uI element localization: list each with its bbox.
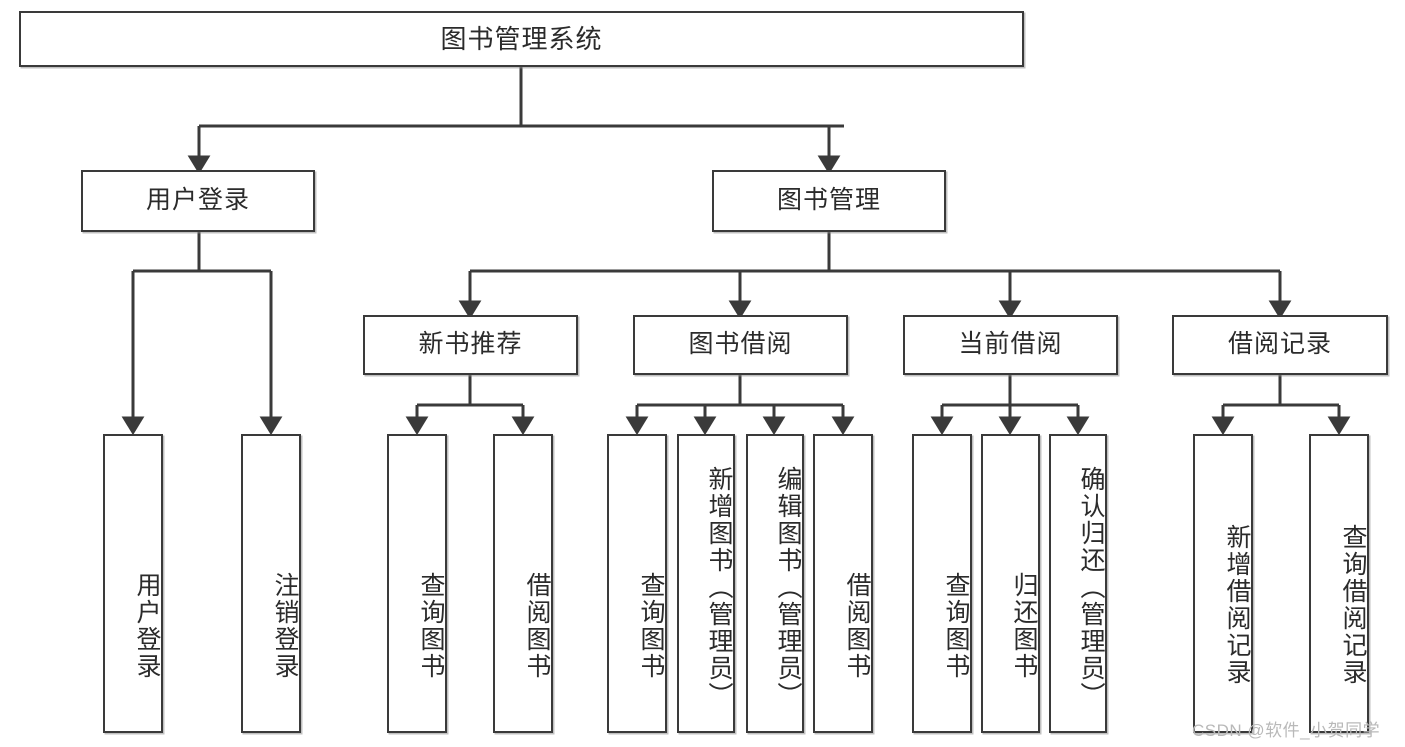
node-new-book-rec[interactable]: 新书推荐: [363, 315, 578, 375]
leaf-query-record[interactable]: 查询借阅记录: [1309, 434, 1369, 733]
leaf-borrow-book-1[interactable]: 借阅图书: [493, 434, 553, 733]
leaf-confirm-return-label: 确认归还（管理员）: [1077, 466, 1105, 709]
leaf-user-login[interactable]: 用户登录: [103, 434, 163, 733]
node-book-manage[interactable]: 图书管理: [712, 170, 946, 232]
csdn-watermark: CSDN @软件_小贺同学: [1192, 721, 1381, 740]
leaf-query-book-2[interactable]: 查询图书: [607, 434, 667, 733]
node-user-login[interactable]: 用户登录: [81, 170, 315, 232]
node-borrow-record[interactable]: 借阅记录: [1172, 315, 1388, 375]
node-book-manage-label: 图书管理: [776, 186, 881, 215]
leaf-return-book-label: 归还图书: [1010, 571, 1038, 680]
leaf-edit-book[interactable]: 编辑图书（管理员）: [746, 434, 804, 733]
leaf-logout[interactable]: 注销登录: [241, 434, 301, 733]
leaf-query-record-label: 查询借阅记录: [1339, 523, 1367, 686]
leaf-logout-label: 注销登录: [271, 571, 299, 680]
leaf-query-book-3-label: 查询图书: [942, 571, 970, 680]
leaf-add-record[interactable]: 新增借阅记录: [1193, 434, 1253, 733]
leaf-query-book-3[interactable]: 查询图书: [912, 434, 972, 733]
node-book-borrow-label: 图书借阅: [688, 330, 793, 359]
node-root-label: 图书管理系统: [440, 23, 603, 54]
leaf-return-book[interactable]: 归还图书: [981, 434, 1040, 733]
node-root[interactable]: 图书管理系统: [19, 11, 1024, 67]
leaf-borrow-book-2[interactable]: 借阅图书: [813, 434, 873, 733]
leaf-borrow-book-2-label: 借阅图书: [843, 571, 871, 680]
leaf-query-book-1-label: 查询图书: [417, 571, 445, 680]
leaf-query-book-1[interactable]: 查询图书: [387, 434, 447, 733]
leaf-confirm-return[interactable]: 确认归还（管理员）: [1049, 434, 1107, 733]
leaf-borrow-book-1-label: 借阅图书: [523, 571, 551, 680]
leaf-query-book-2-label: 查询图书: [637, 571, 665, 680]
leaf-user-login-label: 用户登录: [133, 571, 161, 680]
node-borrow-record-label: 借阅记录: [1227, 330, 1332, 359]
leaf-add-record-label: 新增借阅记录: [1223, 523, 1251, 686]
leaf-edit-book-label: 编辑图书（管理员）: [774, 466, 802, 709]
node-book-borrow[interactable]: 图书借阅: [633, 315, 848, 375]
leaf-add-book-label: 新增图书（管理员）: [705, 466, 733, 709]
leaf-add-book[interactable]: 新增图书（管理员）: [677, 434, 735, 733]
node-current-borrow[interactable]: 当前借阅: [903, 315, 1118, 375]
node-user-login-label: 用户登录: [145, 186, 250, 215]
node-current-borrow-label: 当前借阅: [958, 330, 1063, 359]
node-new-book-rec-label: 新书推荐: [418, 330, 523, 359]
